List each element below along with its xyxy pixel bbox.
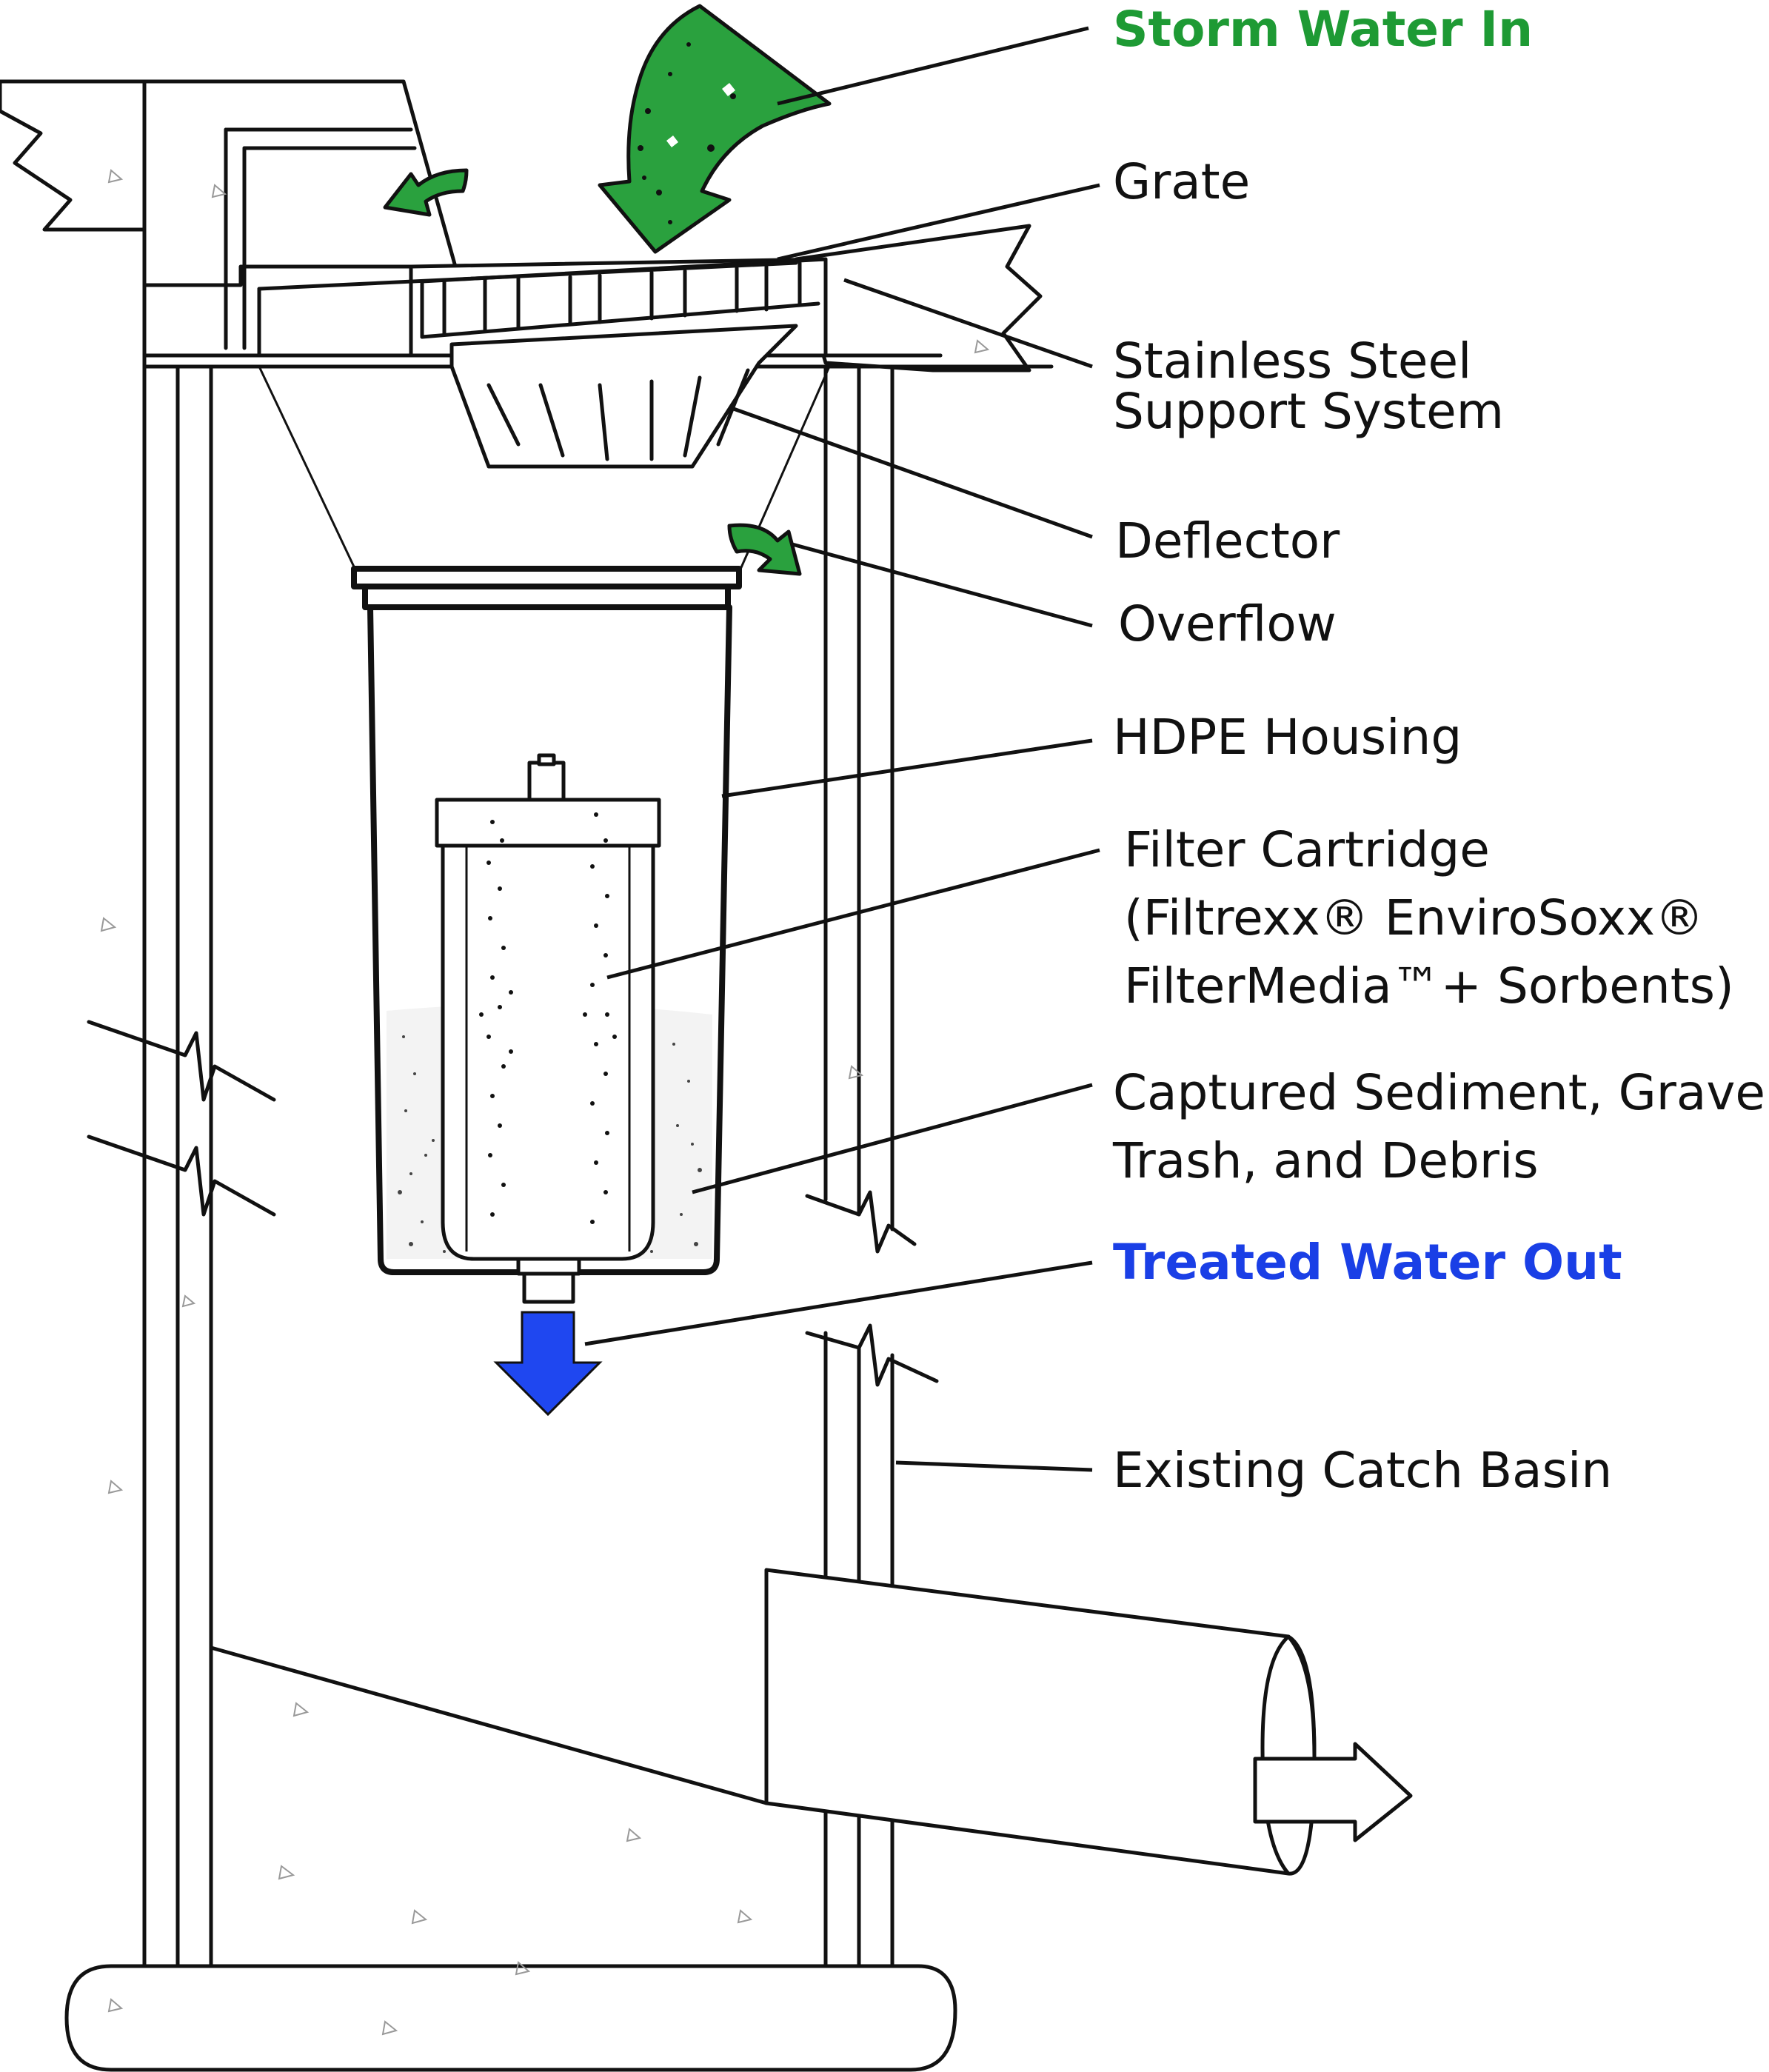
green-downward-arrow-icon <box>598 4 832 254</box>
treated-water-out-label: Treated Water Out <box>1113 1234 1622 1291</box>
outlet-pipe <box>764 1568 1317 1876</box>
green-curved-arrow-icon <box>383 168 469 217</box>
sediment-label-line2: Trash, and Debris <box>1112 1132 1539 1189</box>
support-system-label-line1: Stainless Steel <box>1113 332 1471 390</box>
outline-right-arrow-icon <box>1253 1742 1413 1842</box>
grate-label: Grate <box>1113 153 1250 210</box>
overflow-label: Overflow <box>1118 595 1337 652</box>
suspension-line-left <box>258 366 361 578</box>
filter-cartridge-label-line3: FilterMedia™+ Sorbents) <box>1124 958 1734 1015</box>
filter-cartridge-label-line2: (Filtrexx® EnviroSoxx® <box>1124 889 1704 946</box>
catch-basin-label: Existing Catch Basin <box>1113 1442 1612 1499</box>
hdpe-housing-label: HDPE Housing <box>1113 709 1462 766</box>
sediment-label-line1: Captured Sediment, Gravel, <box>1113 1064 1769 1121</box>
callout-labels: Storm Water In Grate Stainless Steel Sup… <box>1112 1 1769 1499</box>
green-curved-arrow-icon <box>727 523 802 576</box>
media-dots <box>479 812 617 1224</box>
deflector <box>449 324 798 469</box>
blue-down-arrow-icon <box>493 1311 603 1417</box>
filter-cartridge <box>435 753 661 1304</box>
leader-lines <box>584 26 1100 1472</box>
filter-cartridge-label-line1: Filter Cartridge <box>1124 821 1490 878</box>
support-system-label-line2: Support System <box>1113 383 1504 440</box>
catch-basin-structure <box>0 79 1054 2072</box>
sediment-dots <box>398 1035 702 1253</box>
concrete-texture <box>100 169 990 2036</box>
storm-water-in-label: Storm Water In <box>1113 1 1533 58</box>
deflector-label: Deflector <box>1115 512 1340 569</box>
